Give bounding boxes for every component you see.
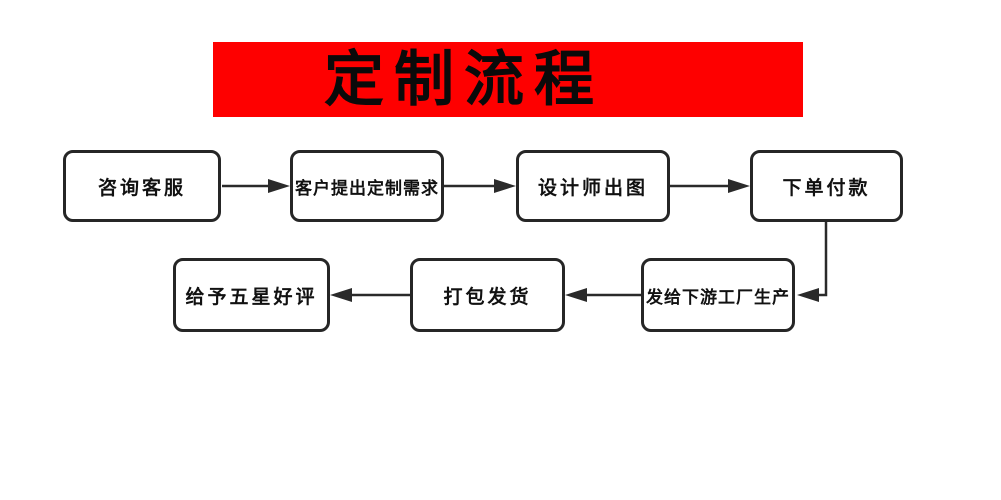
node-designer-drawing: 设计师出图 [516,150,670,222]
arrow-pack-to-review [330,288,410,302]
node-label: 设计师出图 [537,177,648,199]
node-customer-request: 客户提出定制需求 [290,150,444,222]
arrow-request-to-design [444,179,516,193]
node-label: 打包发货 [443,286,532,308]
node-label: 咨询客服 [97,177,186,199]
node-consult-service: 咨询客服 [63,150,221,222]
node-label: 给予五星好评 [185,286,318,308]
page-title: 定制流程 [324,46,604,113]
node-pack-ship: 打包发货 [410,258,565,332]
arrow-design-to-order [670,179,750,193]
node-five-star-review: 给予五星好评 [173,258,330,332]
node-order-payment: 下单付款 [750,150,903,222]
title-banner: 定制流程 [213,42,803,117]
node-label: 下单付款 [782,177,871,199]
node-label: 客户提出定制需求 [295,178,439,198]
arrow-order-to-factory [797,222,828,302]
arrow-consult-to-request [222,179,290,193]
node-factory-production: 发给下游工厂生产 [641,258,795,332]
node-label: 发给下游工厂生产 [646,287,790,307]
arrow-factory-to-pack [565,288,641,302]
